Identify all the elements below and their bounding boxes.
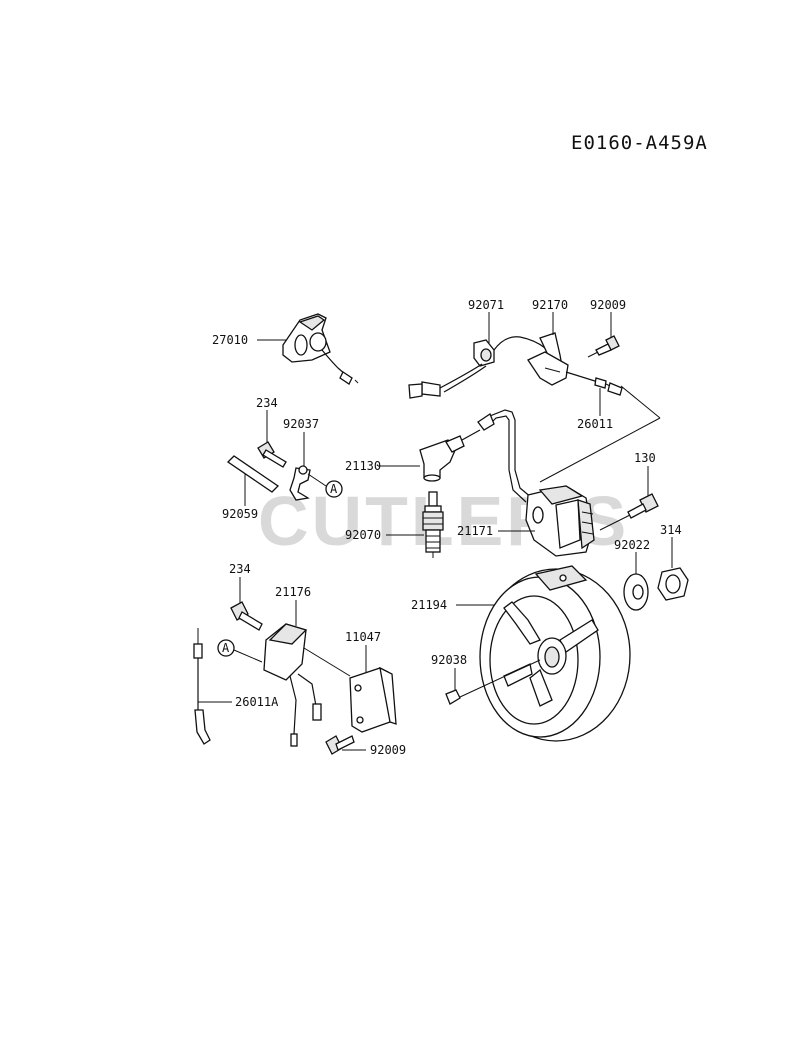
label-234-bottom: 234	[229, 562, 251, 576]
part-21130-plug-cap	[419, 429, 481, 482]
label-26011: 26011	[577, 417, 613, 431]
label-234-top: 234	[256, 396, 278, 410]
label-92059: 92059	[222, 507, 258, 521]
label-314: 314	[660, 523, 682, 537]
part-92170-bracket	[527, 332, 569, 386]
part-92070-spark-plug	[422, 491, 444, 558]
label-21171: 21171	[457, 524, 493, 538]
part-92022-washer	[623, 573, 649, 611]
diagram-code: E0160-A459A	[571, 132, 708, 154]
part-92009-bottom-screw	[325, 735, 355, 755]
label-92037: 92037	[283, 417, 319, 431]
part-92009-top-screw	[587, 335, 620, 358]
part-21171-ignition-coil	[477, 409, 595, 557]
part-11047-plate	[349, 666, 397, 733]
part-21194-flywheel	[479, 565, 631, 742]
reference-circle-a-bottom	[217, 639, 235, 657]
label-92038: 92038	[431, 653, 467, 667]
reference-circle-a-top	[325, 480, 343, 498]
label-21194: 21194	[411, 598, 447, 612]
label-92009-top: 92009	[590, 298, 626, 312]
part-234-bottom-bolt	[230, 601, 263, 631]
label-11047: 11047	[345, 630, 381, 644]
label-26011a: 26011A	[235, 695, 279, 709]
part-92071-clamp	[473, 339, 495, 367]
part-21176-igniter	[263, 623, 322, 747]
reference-a-bottom: A	[222, 641, 230, 655]
label-92009-bottom: 92009	[370, 743, 406, 757]
wire-harness	[408, 336, 546, 399]
part-314-nut	[657, 567, 689, 601]
label-27010: 27010	[212, 333, 248, 347]
label-92071: 92071	[468, 298, 504, 312]
part-234-top-bolt	[257, 441, 287, 468]
part-92059-pin	[226, 455, 280, 493]
label-21130: 21130	[345, 459, 381, 473]
part-27010-switch	[282, 313, 359, 385]
reference-a-top: A	[330, 482, 338, 496]
label-92070: 92070	[345, 528, 381, 542]
label-92022: 92022	[614, 538, 650, 552]
label-130: 130	[634, 451, 656, 465]
part-26011-wire	[565, 371, 623, 396]
part-26011a-wire	[193, 628, 211, 745]
label-92170: 92170	[532, 298, 568, 312]
label-21176: 21176	[275, 585, 311, 599]
part-92038-key	[445, 689, 461, 705]
